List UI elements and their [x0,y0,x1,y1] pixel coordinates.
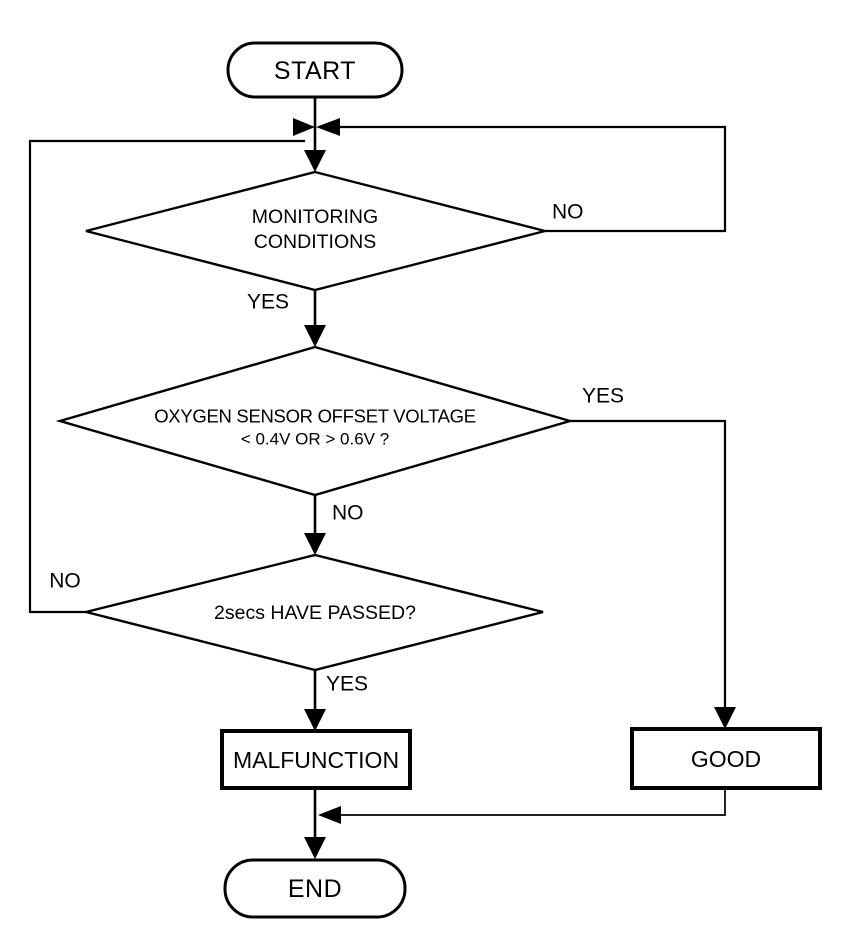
branch-label-oxygen-no: NO [332,502,364,525]
flow-passed-no-loop [28,139,305,614]
node-end: END [223,858,407,919]
arrowhead-into-oxygen-icon [304,325,326,347]
branch-label-monitoring-yes: YES [247,291,289,314]
node-good: GOOD [630,727,822,790]
malfunction-label: MALFUNCTION [233,747,399,773]
node-oxygen-sensor-offset: OXYGEN SENSOR OFFSET VOLTAGE < 0.4V OR >… [55,345,575,497]
branch-label-passed-no: NO [49,570,81,593]
flow-monitoring-no-loop [340,125,727,233]
good-process-shape [630,727,822,790]
end-terminator-shape [223,858,407,919]
branch-labels: NO YES YES NO NO YES [49,201,624,696]
passed-label: 2secs HAVE PASSED? [214,602,416,624]
oxygen-label-line2: < 0.4V OR > 0.6V ? [241,430,389,449]
node-malfunction: MALFUNCTION [220,729,412,790]
node-monitoring-conditions: MONITORING CONDITIONS [85,170,546,292]
arrowhead-merge-from-right-icon [316,118,340,136]
start-label: START [274,57,356,85]
monitoring-decision-shape [85,170,546,292]
arrowhead-into-passed-icon [304,533,326,555]
good-label: GOOD [691,746,761,772]
node-start: START [226,41,404,99]
node-two-secs-passed: 2secs HAVE PASSED? [85,553,544,672]
passed-decision-shape [85,553,544,672]
branch-label-monitoring-no: NO [552,201,584,224]
oxygen-label-line1: OXYGEN SENSOR OFFSET VOLTAGE [154,406,476,427]
end-label: END [288,875,342,903]
branch-label-passed-yes: YES [326,673,368,696]
arrowhead-into-end-icon [304,837,326,859]
arrowhead-merge-from-left-icon [293,118,315,136]
flow-good-to-end [341,788,726,816]
monitoring-label-line1: MONITORING [252,206,378,228]
branch-label-oxygen-yes: YES [582,385,624,408]
monitoring-label-line2: CONDITIONS [254,231,376,253]
arrowhead-into-monitoring-icon [304,150,326,172]
flow-arrowheads [293,118,736,859]
flow-oxygen-yes-to-good [570,419,727,708]
flow-connectors [28,97,727,838]
oxygen-decision-shape [55,345,575,497]
arrowhead-into-malfunction-icon [304,709,326,731]
arrowhead-good-join-icon [318,806,341,824]
start-terminator-shape [226,41,404,99]
arrowhead-into-good-icon [714,707,736,729]
malfunction-process-shape [220,729,412,790]
